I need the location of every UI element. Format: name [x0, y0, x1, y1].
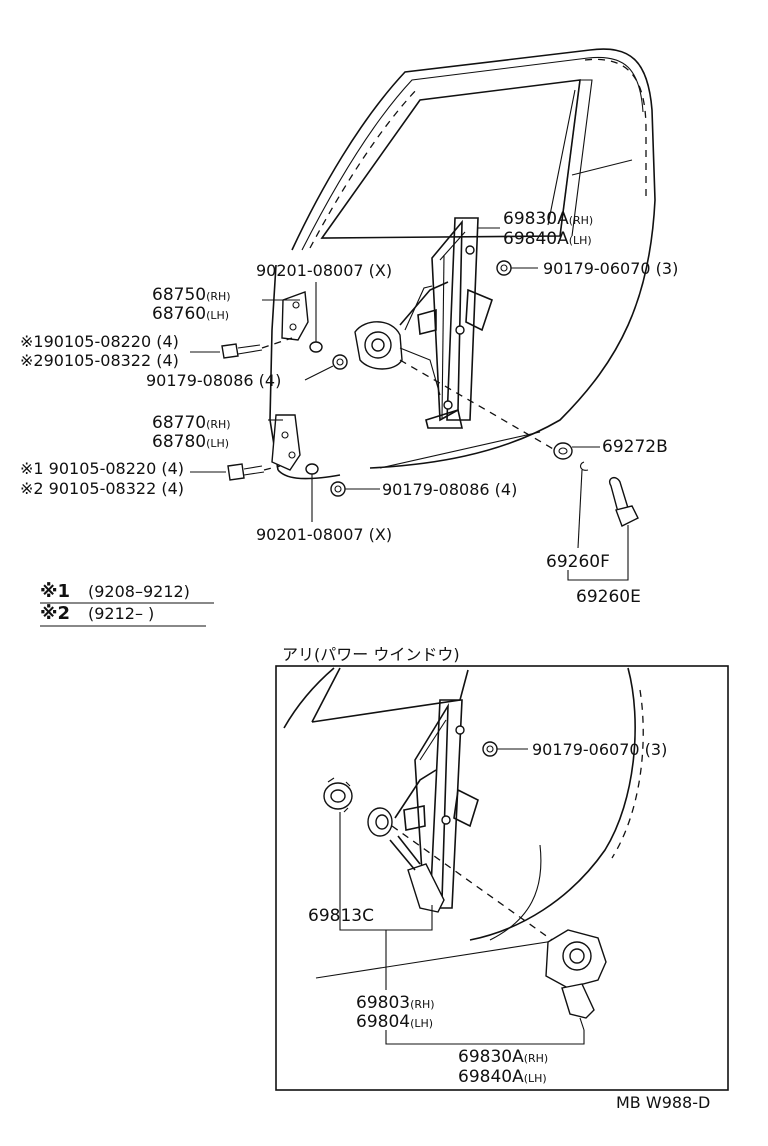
label-washer-top: 90201-08007 (X) — [256, 261, 392, 280]
svg-text:68760(LH): 68760(LH) — [152, 304, 229, 324]
regulator-rh-number: 69830A — [503, 209, 569, 229]
label-hinge-upper: 68750(RH) 68760(LH) — [152, 285, 231, 324]
svg-text:68750(RH): 68750(RH) — [152, 285, 231, 305]
hinge-upper-rh-number: 68750 — [152, 285, 206, 305]
nut-90179-08086-mid — [304, 354, 348, 381]
hinge-lower-lh-number: 68780 — [152, 432, 206, 452]
label-bolt-lower-1: ※1 90105-08220 (4) — [20, 459, 184, 478]
door-outline-lower — [283, 667, 644, 979]
note-1-mark: ※1 — [40, 581, 70, 602]
label-handle-assy: 69260E — [576, 587, 641, 607]
svg-text:68780(LH): 68780(LH) — [152, 432, 229, 452]
part-69803-number: 69803 — [356, 993, 410, 1013]
svg-text:69840A(LH): 69840A(LH) — [458, 1067, 547, 1087]
motor-dash-line — [391, 825, 553, 941]
hinge-upper-lh-number: 68760 — [152, 304, 206, 324]
bolt-upper — [190, 337, 293, 359]
lh-tag: (LH) — [569, 234, 592, 247]
regulator-lh-number: 69840A — [503, 229, 569, 249]
window-handle — [567, 469, 639, 581]
label-regulator-upper: 69830A(RH) 69840A(LH) — [478, 209, 593, 249]
label-nut-mid: 90179-08086 (4) — [146, 371, 281, 390]
lh-tag: (LH) — [206, 309, 229, 322]
rh-tag: (RH) — [524, 1052, 549, 1065]
hinge-upper — [262, 291, 309, 341]
label-bolt-upper-1: ※190105-08220 (4) — [20, 332, 179, 351]
svg-text:68770(RH): 68770(RH) — [152, 413, 231, 433]
lh-tag: (LH) — [206, 437, 229, 450]
rh-tag: (RH) — [410, 998, 435, 1011]
svg-text:69840A(LH): 69840A(LH) — [503, 229, 592, 249]
pinion-adapter — [367, 807, 393, 837]
label-clip: 69272B — [602, 437, 668, 457]
svg-text:69830A(RH): 69830A(RH) — [503, 209, 593, 229]
washer-bottom — [305, 463, 319, 522]
production-notes: ※1 (9208–9212) ※2 (9212– ) — [40, 581, 214, 627]
footer-code: MB W988-D — [616, 1093, 710, 1112]
power-nut — [482, 741, 528, 757]
label-power-motor: 69830A(RH) 69840A(LH) — [458, 1047, 548, 1087]
label-69813C: 69813C — [308, 906, 374, 926]
label-hinge-lower: 68770(RH) 68780(LH) — [152, 413, 231, 452]
note-1-text: (9208–9212) — [88, 582, 190, 601]
hinge-lower — [268, 414, 301, 471]
label-nut-top: 90179-06070 (3) — [543, 259, 678, 278]
note-2-mark: ※2 — [40, 603, 70, 624]
label-handle-sub: 69260F — [546, 552, 610, 572]
motor-lh-number: 69840A — [458, 1067, 524, 1087]
door-outline-upper — [269, 48, 656, 480]
label-69803: 69803(RH) 69804(LH) — [356, 993, 435, 1032]
nut-90179-06070 — [496, 260, 538, 276]
label-washer-bottom: 90201-08007 (X) — [256, 525, 392, 544]
nut-90179-08086-lower — [330, 481, 380, 497]
note-2-text: (9212– ) — [88, 604, 154, 623]
power-window-motor — [545, 929, 607, 1031]
label-bolt-lower-2: ※2 90105-08322 (4) — [20, 479, 184, 498]
rh-tag: (RH) — [206, 290, 231, 303]
bracket-motor — [385, 1030, 585, 1045]
bolt-lower — [190, 463, 281, 481]
rh-tag: (RH) — [206, 418, 231, 431]
rh-tag: (RH) — [569, 214, 594, 227]
part-69804-number: 69804 — [356, 1012, 410, 1032]
power-regulator — [389, 699, 479, 913]
hinge-lower-rh-number: 68770 — [152, 413, 206, 433]
lh-tag: (LH) — [524, 1072, 547, 1085]
label-nut-lower: 90179-08086 (4) — [382, 480, 517, 499]
clip-69272B — [399, 359, 600, 471]
washer-top — [309, 282, 323, 353]
svg-text:69803(RH): 69803(RH) — [356, 993, 435, 1013]
label-bolt-upper-2: ※290105-08322 (4) — [20, 351, 179, 370]
power-window-title: アリ(パワー ウインドウ) — [282, 645, 460, 664]
motor-rh-number: 69830A — [458, 1047, 524, 1067]
svg-text:69804(LH): 69804(LH) — [356, 1012, 433, 1032]
svg-text:69830A(RH): 69830A(RH) — [458, 1047, 548, 1067]
power-window-box — [275, 665, 729, 1091]
window-regulator — [354, 217, 493, 429]
label-power-nut: 90179-06070 (3) — [532, 740, 667, 759]
lh-tag: (LH) — [410, 1017, 433, 1030]
